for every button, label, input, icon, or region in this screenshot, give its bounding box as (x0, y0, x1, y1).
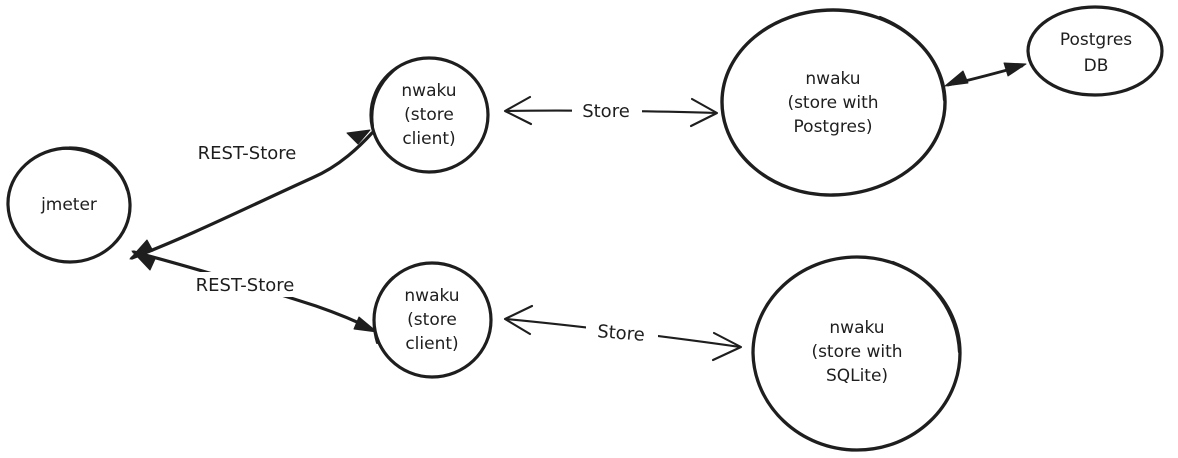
node-store-client-bottom[interactable]: nwaku (store client) (372, 261, 493, 379)
node-nwaku-postgres-sketch-overdraw (878, 15, 946, 102)
edge-rest-store-bottom: REST-Store (131, 250, 378, 333)
edge-label-backdrop (586, 322, 658, 346)
node-store-client-top-label-line3: client) (402, 129, 455, 149)
edge-label-store-top: Store (582, 101, 630, 122)
edge-label-backdrop (572, 100, 642, 124)
arrowhead-open (711, 331, 743, 362)
edge-label-backdrop (182, 272, 308, 297)
arrowhead-solid (1003, 62, 1027, 77)
edge-store-top: Store (503, 95, 719, 128)
node-nwaku-postgres-label-line3: Postgres) (794, 117, 873, 137)
node-postgres-db[interactable]: Postgres DB (1026, 5, 1164, 97)
arrowhead-solid (131, 250, 156, 271)
node-nwaku-sqlite-sketch-overdraw (891, 260, 961, 354)
arrowhead-solid (353, 316, 378, 333)
node-nwaku-sqlite-label-line1: nwaku (829, 318, 884, 338)
edge-store-bottom: Store (503, 304, 743, 362)
arrowhead-open (689, 97, 719, 128)
node-jmeter[interactable]: jmeter (6, 146, 132, 264)
edge-label-store-bottom: Store (596, 321, 645, 346)
node-store-client-bottom-sketch-overdraw (372, 276, 394, 344)
node-nwaku-postgres-label-line2: (store with (787, 93, 878, 113)
node-jmeter-sketch-overdraw (58, 147, 129, 192)
node-store-client-top-label-line2: (store (404, 105, 454, 125)
arrowhead-open (503, 95, 533, 126)
node-nwaku-postgres[interactable]: nwaku (store with Postgres) (720, 8, 947, 197)
node-store-client-top-sketch-overdraw (371, 65, 401, 127)
node-nwaku-sqlite-label-line3: SQLite) (826, 366, 888, 386)
arrowhead-solid (346, 129, 371, 145)
node-store-client-bottom-label-line1: nwaku (404, 286, 459, 306)
node-postgres-db-sketch-overdraw (1117, 8, 1163, 51)
node-store-client-bottom-label-line2: (store (407, 310, 457, 330)
node-store-client-top-shape (369, 56, 490, 174)
edge-label-rest-store-top: REST-Store (198, 143, 297, 164)
node-nwaku-sqlite[interactable]: nwaku (store with SQLite) (751, 255, 962, 452)
node-postgres-db-label-line1: Postgres (1060, 30, 1132, 50)
node-nwaku-sqlite-shape (751, 255, 962, 452)
edge-rest-store-top: REST-Store (129, 129, 374, 260)
node-nwaku-postgres-label-line1: nwaku (805, 69, 860, 89)
arrowhead-solid (944, 70, 969, 87)
edge-postgres-db-link (944, 62, 1027, 87)
edge-rest-store-top-line (130, 131, 374, 260)
edge-rest-store-bottom-line (132, 250, 376, 332)
node-jmeter-label: jmeter (40, 195, 97, 215)
node-postgres-db-label-line2: DB (1084, 56, 1109, 76)
arrowhead-open (503, 304, 534, 336)
node-nwaku-sqlite-label-line2: (store with (811, 342, 902, 362)
node-store-client-top-label-line1: nwaku (401, 81, 456, 101)
node-store-client-top[interactable]: nwaku (store client) (369, 56, 490, 174)
edge-label-backdrop (184, 140, 310, 165)
node-store-client-bottom-label-line3: client) (405, 334, 458, 354)
edge-label-rest-store-bottom: REST-Store (196, 275, 295, 296)
